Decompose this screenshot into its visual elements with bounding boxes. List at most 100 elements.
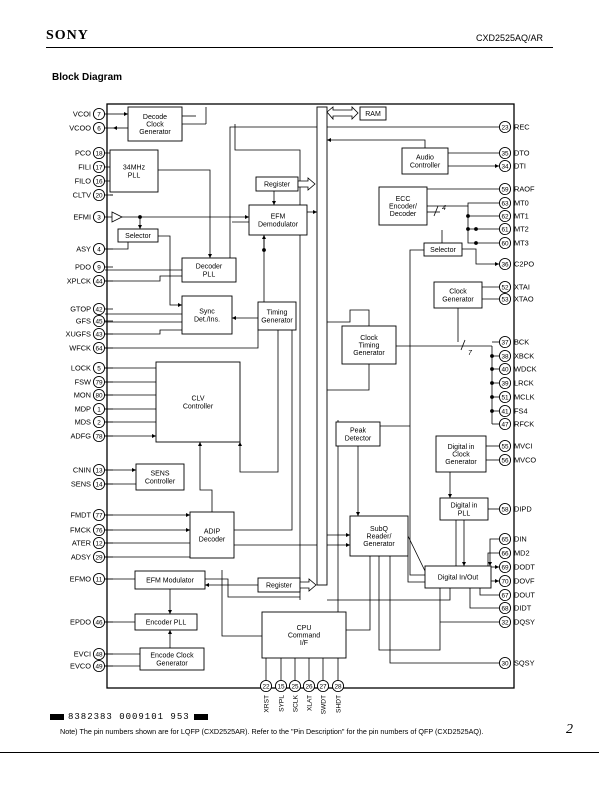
- block-label: Clock: [360, 335, 378, 342]
- pin-number: 23: [501, 124, 509, 131]
- bus-width-label: 7: [468, 350, 473, 357]
- pin-name: GTOP: [70, 305, 91, 314]
- pin-number: 78: [95, 433, 103, 440]
- block-label: Peak: [350, 428, 366, 435]
- pin-name: MDS: [75, 418, 91, 427]
- block-label: PLL: [128, 172, 141, 179]
- pin-number: 43: [95, 331, 103, 338]
- pin-number: 45: [95, 318, 103, 325]
- pin-number: 6: [97, 125, 101, 132]
- pin-name: BCK: [514, 338, 529, 347]
- pin-number: 25: [291, 683, 299, 690]
- pin-name: GFS: [76, 317, 91, 326]
- block-label: Digital In/Out: [438, 575, 479, 582]
- block-label: RAM: [365, 111, 381, 118]
- block-label: Detector: [345, 435, 372, 442]
- block-label: PLL: [203, 271, 216, 278]
- block-label: Controller: [183, 403, 214, 410]
- pin-name: RFCK: [514, 420, 534, 429]
- pin-number: 59: [501, 186, 509, 193]
- pin-number: 7: [97, 111, 101, 118]
- pin-name: SHDT: [336, 695, 343, 713]
- block-label: I/F: [300, 640, 308, 647]
- pin-vcoo: 6 VCOO: [69, 121, 106, 135]
- pin-number: 77: [95, 512, 103, 519]
- pin-name: RAOF: [514, 185, 535, 194]
- pin-raof: 59 RAOF: [498, 182, 535, 196]
- block-label: Clock: [146, 122, 164, 129]
- block-label: Command: [288, 633, 320, 640]
- data-bus: [316, 106, 328, 586]
- pin-name: XRST: [264, 695, 271, 713]
- pin-number: 17: [95, 164, 103, 171]
- block-register-top: Register: [255, 176, 299, 192]
- pin-name: VCOO: [69, 124, 91, 133]
- pin-name: EFMI: [73, 213, 91, 222]
- pin-name: DTI: [514, 162, 526, 171]
- junction-dot: [490, 381, 494, 385]
- block-label: Digital in: [448, 444, 475, 451]
- pin-name: XBCK: [514, 352, 534, 361]
- pin-number: 70: [501, 578, 509, 585]
- pin-name: XLAT: [307, 695, 314, 711]
- pin-name: XPLCK: [67, 277, 91, 286]
- footer-rule: [0, 752, 599, 753]
- block-label: EFM Modulator: [146, 578, 195, 585]
- pin-number: 39: [501, 380, 509, 387]
- ram-bus-arrow: [326, 106, 359, 121]
- block-label: CLV: [191, 396, 204, 403]
- junction-dot: [490, 354, 494, 358]
- pin-number: 49: [95, 663, 103, 670]
- pin-number: 53: [501, 296, 509, 303]
- pin-number: 67: [501, 592, 509, 599]
- pin-name: CNIN: [73, 466, 91, 475]
- pin-number: 28: [334, 683, 342, 690]
- block-label: Controller: [410, 162, 441, 169]
- block-label: PLL: [458, 510, 471, 517]
- pin-name: FMCK: [70, 526, 91, 535]
- block-label: EFM: [271, 214, 286, 221]
- pin-name: FMDT: [70, 511, 91, 520]
- pin-name: XUGFS: [66, 330, 92, 339]
- pin-number: 58: [501, 506, 509, 513]
- pin-number: 26: [305, 683, 313, 690]
- pin-name: DQSY: [514, 618, 535, 627]
- block-label: Encoder/: [389, 204, 417, 211]
- pin-number: 20: [95, 192, 103, 199]
- pin-name: MVCI: [514, 442, 532, 451]
- pin-name: MVCO: [514, 456, 536, 465]
- block-register-bot: Register: [257, 577, 301, 593]
- block-label: Decode: [143, 114, 167, 121]
- pin-number: 11: [96, 576, 103, 583]
- pin-name: MDP: [75, 405, 91, 414]
- pin-number: 66: [501, 550, 509, 557]
- pin-name: ATER: [72, 539, 91, 548]
- block-label: Timing: [359, 343, 380, 350]
- block-label: Audio: [416, 155, 434, 162]
- pin-name: FILO: [75, 177, 92, 186]
- block-label: SENS: [150, 471, 169, 478]
- junction-dot: [474, 241, 478, 245]
- pin-number: 30: [501, 660, 509, 667]
- pin-name: MT3: [514, 239, 529, 248]
- block-label: Encode Clock: [150, 653, 194, 660]
- pin-name: SWDT: [321, 695, 328, 714]
- pin-number: 61: [501, 226, 509, 233]
